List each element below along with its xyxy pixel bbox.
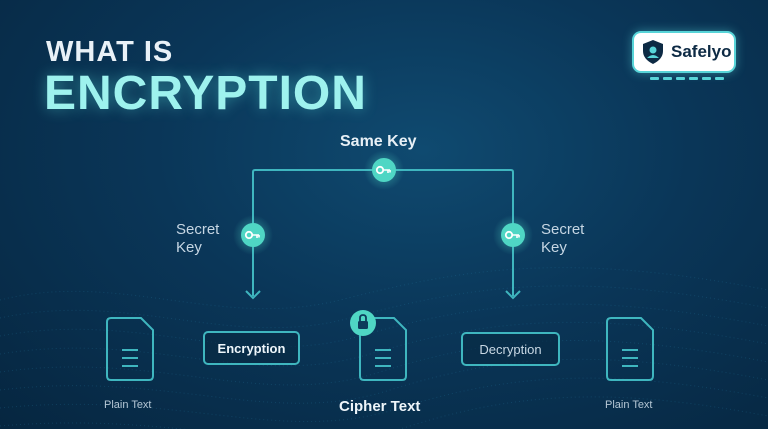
logo-text: Safelyo (671, 42, 732, 61)
secret-key-left-label: Secret Key (176, 221, 220, 256)
secret-key-right-label: Secret Key (541, 221, 585, 256)
lock-icon (350, 310, 376, 336)
plain-text-right-label: Plain Text (605, 399, 653, 411)
logo-underline (650, 77, 724, 80)
document-icon (606, 317, 654, 381)
same-key-label: Same Key (340, 133, 417, 150)
key-icon (364, 150, 404, 190)
safelyo-logo[interactable]: Safelyo (632, 31, 736, 73)
arrow-down-icon (505, 290, 521, 300)
document-icon (106, 317, 154, 381)
decryption-box: Decryption (461, 332, 560, 366)
key-icon (233, 215, 273, 255)
key-icon (493, 215, 533, 255)
arrow-down-icon (245, 290, 261, 300)
encryption-box: Encryption (203, 331, 300, 365)
heading-line-1: WHAT IS (46, 36, 174, 68)
wave-texture (0, 267, 768, 429)
plain-text-left-label: Plain Text (104, 399, 152, 411)
shield-person-icon (643, 40, 663, 64)
cipher-text-label: Cipher Text (339, 398, 421, 415)
heading-line-2: ENCRYPTION (44, 67, 367, 120)
